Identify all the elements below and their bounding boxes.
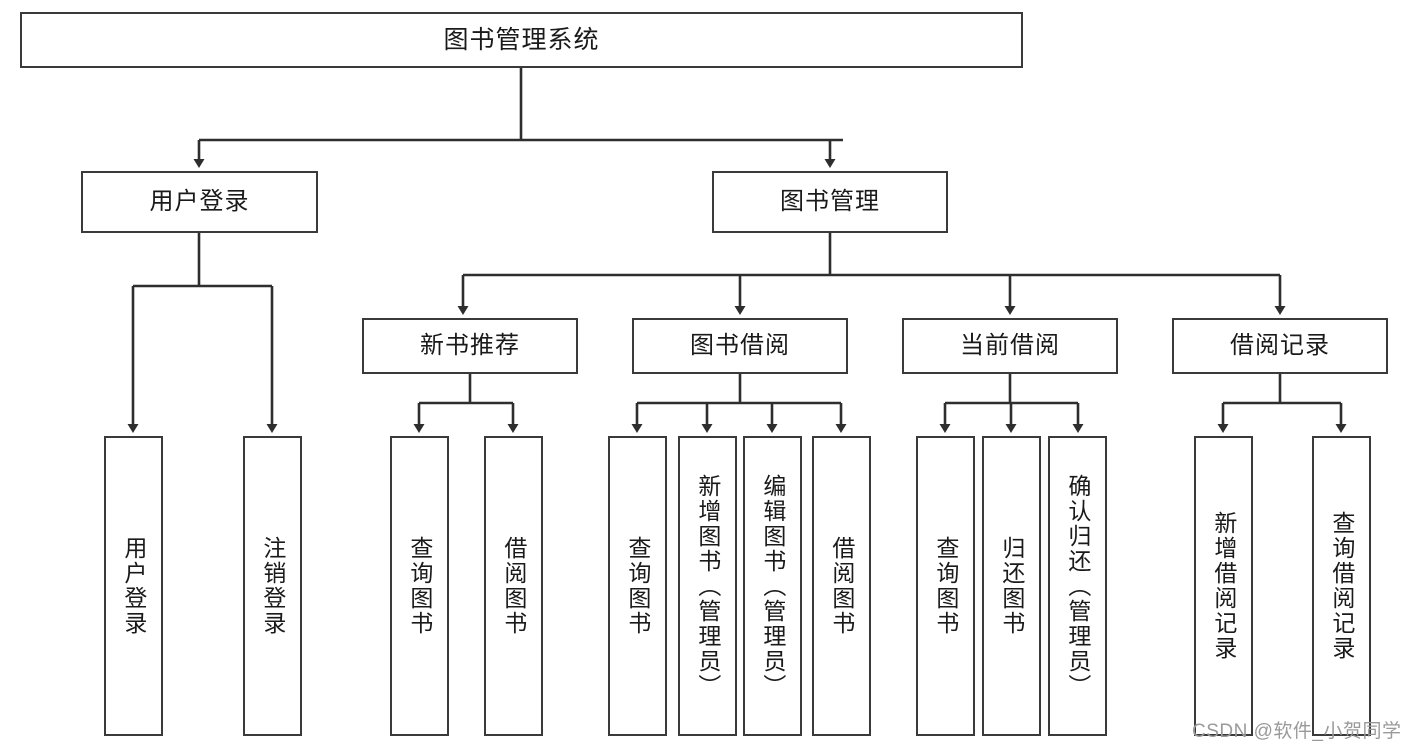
node-label: 用户登录 [149,187,250,215]
node-label: 用户登录 [120,536,147,636]
node-label: 图书借阅 [690,331,790,359]
node-label: 图书管理系统 [443,26,600,54]
node-leaf-borrow-book-1[interactable]: 借阅图书 [484,436,543,736]
node-leaf-add-book[interactable]: 新增图书（管理员） [678,436,737,736]
node-leaf-logout-login[interactable]: 注销登录 [243,436,302,736]
node-label: 新增借阅记录 [1210,511,1237,661]
node-leaf-query-book-3[interactable]: 查询图书 [916,436,975,736]
node-label: 当前借阅 [960,331,1060,359]
node-book-management-system[interactable]: 图书管理系统 [20,12,1023,68]
node-book-borrow[interactable]: 图书借阅 [632,318,848,374]
node-label: 新增图书（管理员） [694,473,721,699]
node-leaf-user-login[interactable]: 用户登录 [104,436,163,736]
node-leaf-query-record[interactable]: 查询借阅记录 [1312,436,1371,736]
node-leaf-query-book-1[interactable]: 查询图书 [390,436,449,736]
node-label: 注销登录 [259,536,286,636]
node-label: 借阅记录 [1230,331,1330,359]
node-label: 编辑图书（管理员） [759,473,786,699]
node-current-borrow[interactable]: 当前借阅 [902,318,1118,374]
watermark-text: CSDN @软件_小贺同学 [1192,721,1402,742]
node-label: 查询图书 [624,536,651,636]
node-leaf-borrow-book-2[interactable]: 借阅图书 [812,436,871,736]
node-label: 借阅图书 [828,536,855,636]
node-label: 借阅图书 [500,536,527,636]
node-leaf-query-book-2[interactable]: 查询图书 [608,436,667,736]
node-label: 查询借阅记录 [1328,511,1355,661]
node-leaf-confirm-return[interactable]: 确认归还（管理员） [1048,436,1107,736]
node-leaf-add-record[interactable]: 新增借阅记录 [1194,436,1253,736]
node-label: 查询图书 [932,536,959,636]
node-leaf-edit-book[interactable]: 编辑图书（管理员） [743,436,802,736]
node-label: 查询图书 [406,536,433,636]
node-label: 新书推荐 [420,331,520,359]
node-label: 图书管理 [780,187,880,215]
node-book-management[interactable]: 图书管理 [712,171,948,233]
node-new-book-recommend[interactable]: 新书推荐 [362,318,578,374]
node-user-login[interactable]: 用户登录 [81,171,318,233]
node-borrow-record[interactable]: 借阅记录 [1172,318,1388,374]
node-label: 归还图书 [998,536,1025,636]
node-label: 确认归还（管理员） [1064,473,1091,699]
node-leaf-return-book[interactable]: 归还图书 [982,436,1041,736]
